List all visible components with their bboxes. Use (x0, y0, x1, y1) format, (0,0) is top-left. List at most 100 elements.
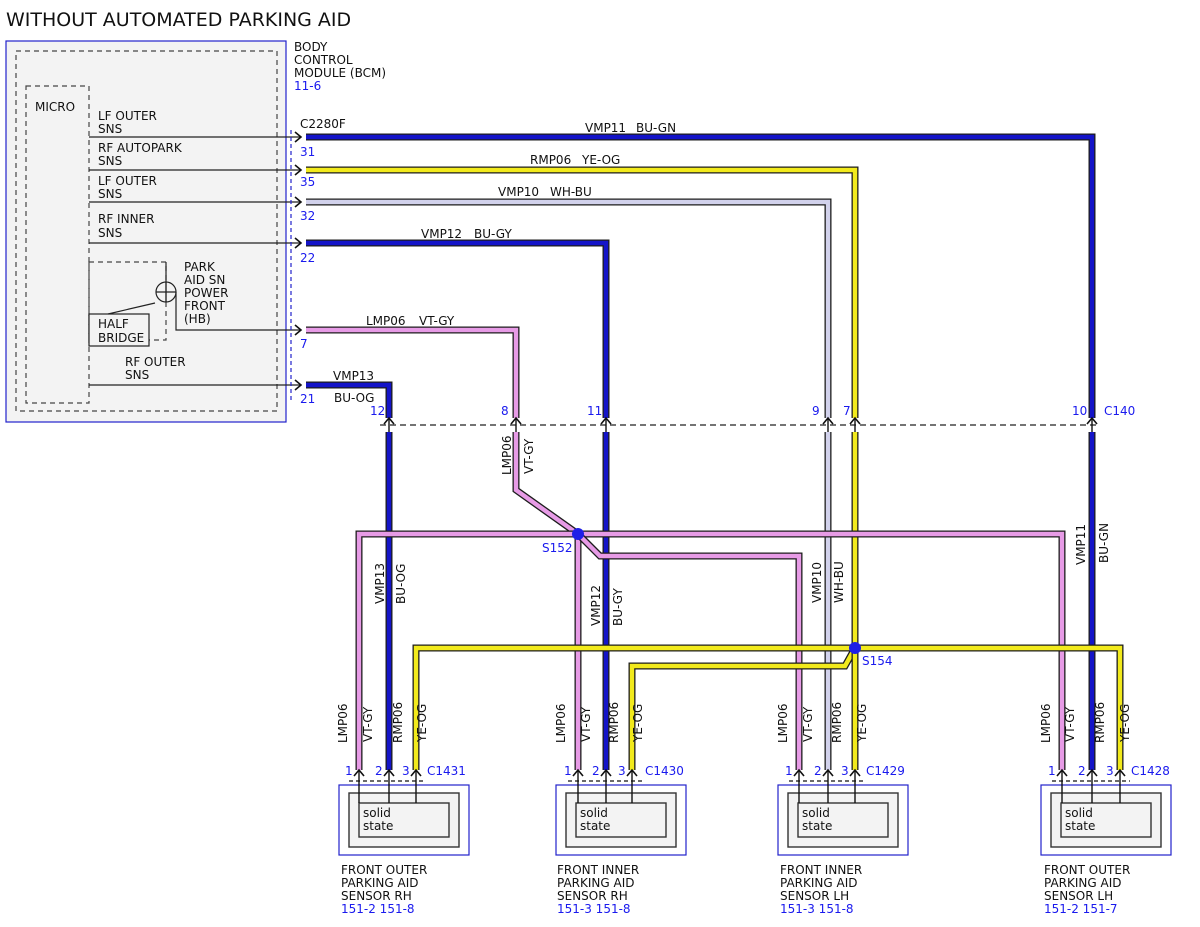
wire-id: LMP06 (1039, 703, 1053, 743)
half-bridge-block (88, 313, 150, 347)
splice-s152-label: S152 (542, 541, 573, 555)
wire-color: BU-OG (334, 391, 374, 405)
sensor-body (797, 802, 889, 838)
pin-arrow-icon (294, 237, 303, 249)
wire-id: LMP06 (776, 703, 790, 743)
c140-pin: 10 (1072, 404, 1087, 418)
wire-id: VMP12 (589, 585, 603, 626)
sensor-refs: 151-3 151-8 (780, 902, 854, 916)
bcm-pin: 22 (300, 251, 315, 265)
sensor-name: FRONT OUTER (341, 863, 427, 877)
wire-id: RMP06 (391, 702, 405, 743)
wire-rmp06-branch-rh-inner (628, 646, 859, 770)
signal-label: SNS (98, 187, 122, 201)
sensor-body-label: state (802, 819, 832, 833)
wire-id: VMP13 (373, 563, 387, 604)
sensor-body-label: solid (363, 806, 391, 820)
wire-id: LMP06 (554, 703, 568, 743)
wire-rmp06-branch-lh-outer (855, 644, 1124, 770)
wire-rmp06-upper (306, 166, 859, 418)
signal-label: SNS (98, 226, 122, 240)
wire-color: YE-OG (581, 153, 620, 167)
signal-label: LF OUTER (98, 109, 157, 123)
sensor-body-label: state (363, 819, 393, 833)
signal-label: RF OUTER (125, 355, 186, 369)
bcm-name-line-1: BODY (294, 40, 328, 54)
signal-label: (HB) (184, 312, 211, 326)
wire-color: BU-GN (1097, 523, 1111, 563)
signal-label: RF AUTOPARK (98, 141, 183, 155)
wire-id: VMP13 (333, 369, 374, 383)
sensor-connector-label: C1429 (866, 764, 905, 778)
splice-s152 (572, 528, 584, 540)
pin-arrow-icon (793, 768, 805, 777)
sensor-connector-label: C1428 (1131, 764, 1170, 778)
signal-label: SNS (98, 154, 122, 168)
bcm-pin: 32 (300, 209, 315, 223)
pin-arrow-icon (294, 379, 303, 391)
sensor-pin: 1 (345, 764, 353, 778)
wire-color: WH-BU (550, 185, 592, 199)
wire-color: YE-OG (1118, 704, 1132, 743)
pin-arrow-icon (1086, 768, 1098, 777)
bcm-name-line-3: MODULE (BCM) (294, 66, 386, 80)
sensor-pin: 2 (592, 764, 600, 778)
wire-id: VMP11 (585, 121, 626, 135)
wire-id: RMP06 (607, 702, 621, 743)
signal-label: SNS (125, 368, 149, 382)
wire-color: VT-GY (419, 314, 455, 328)
wire-vmp10-upper (306, 198, 832, 418)
wire-labels-upper: VMP11 BU-GN RMP06 YE-OG VMP10 WH-BU VMP1… (333, 121, 676, 405)
sensor-body (1060, 802, 1152, 838)
wire-color: BU-GY (474, 227, 512, 241)
wire-id: VMP12 (421, 227, 462, 241)
wire-vmp12-upper (306, 239, 610, 418)
sensor-connector-label: C1430 (645, 764, 684, 778)
wire-id: LMP06 (500, 435, 514, 475)
bcm-ref: 11-6 (294, 79, 321, 93)
sensor-name: FRONT OUTER (1044, 863, 1130, 877)
pin-arrow-icon (626, 768, 638, 777)
wire-id: VMP10 (810, 562, 824, 603)
pin-arrow-icon (572, 768, 584, 777)
pin-arrow-icon (1114, 768, 1126, 777)
c140-pin: 12 (370, 404, 385, 418)
sensor-pin: 3 (402, 764, 410, 778)
sensor-pin: 3 (618, 764, 626, 778)
wire-lmp06-branch-rh-outer (355, 530, 578, 770)
sensor-refs: 151-2 151-8 (341, 902, 415, 916)
sensor-body-label: solid (1065, 806, 1093, 820)
wire-labels-mid: LMP06 VT-GY VMP13 BU-OG VMP12 BU-GY VMP1… (373, 435, 1111, 626)
sensor-pin: 1 (1048, 764, 1056, 778)
sensor-name: FRONT INNER (780, 863, 862, 877)
signal-label: RF INNER (98, 212, 154, 226)
signal-label: AID SN (184, 273, 225, 287)
sensor-body-label: solid (802, 806, 830, 820)
wire-color: BU-GN (636, 121, 676, 135)
half-bridge-link (107, 302, 156, 315)
bcm-module: MICRO HALF BRIDGE LF OUTER SNS RF AUTOPA… (5, 40, 386, 423)
pin-arrow-icon (383, 768, 395, 777)
bcm-name-line-2: CONTROL (294, 53, 353, 67)
pin-arrows (294, 131, 1098, 432)
wire-id: LMP06 (336, 703, 350, 743)
wire-color: VT-GY (801, 706, 815, 742)
wire-id: RMP06 (530, 153, 571, 167)
sensor-name: PARKING AID (780, 876, 858, 890)
splice-s154 (849, 642, 861, 654)
wire-rmp06-branch-rh-outer (412, 644, 855, 770)
sensor-name: SENSOR LH (1044, 889, 1113, 903)
pin-arrow-icon (600, 768, 612, 777)
sensor-body (575, 802, 667, 838)
wire-lmp06-branch-lh-outer (578, 530, 1066, 770)
pin-arrow-icon (822, 768, 834, 777)
signal-label: LF OUTER (98, 174, 157, 188)
signal-label: POWER (184, 286, 228, 300)
sensor-pin: 2 (375, 764, 383, 778)
sensor-refs: 151-2 151-7 (1044, 902, 1118, 916)
signal-label: SNS (98, 122, 122, 136)
bcm-pin: 35 (300, 175, 315, 189)
